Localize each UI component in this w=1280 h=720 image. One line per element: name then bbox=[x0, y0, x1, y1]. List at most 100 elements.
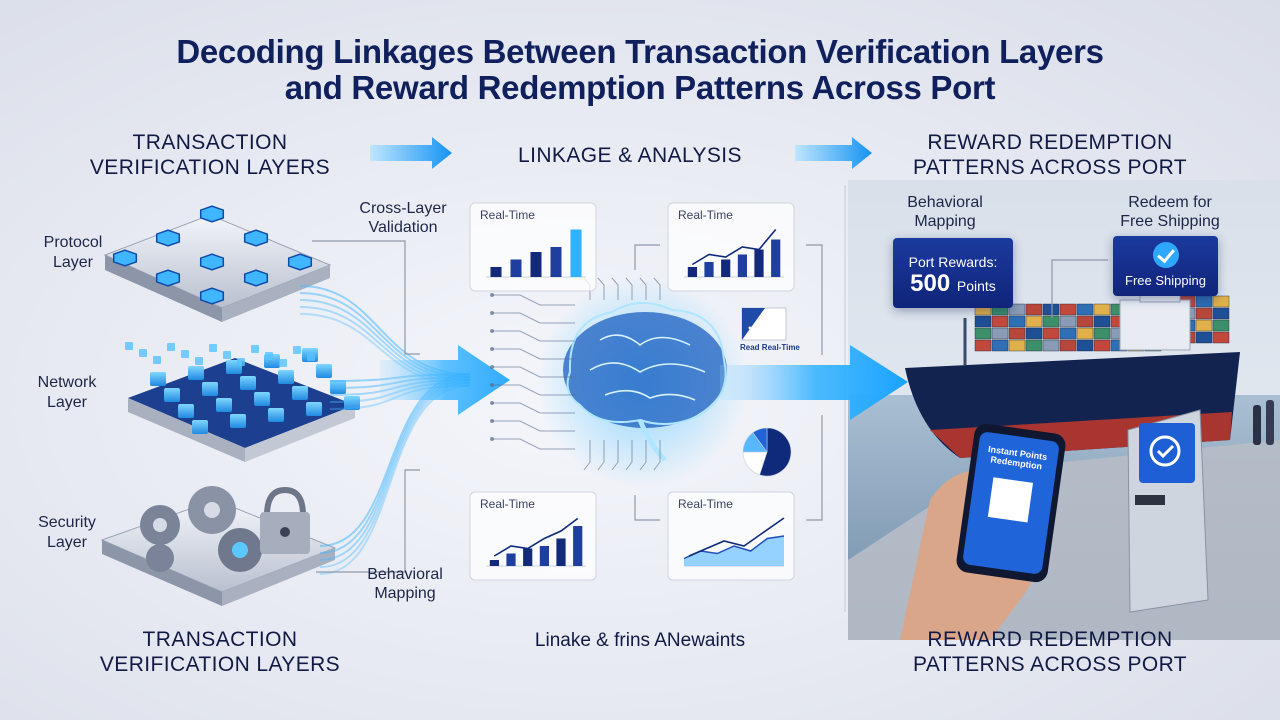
pie-slice bbox=[752, 427, 768, 453]
network-cube bbox=[278, 370, 294, 384]
header-arrow-left bbox=[370, 137, 452, 169]
network-cube bbox=[164, 388, 180, 402]
check-circle-icon bbox=[1152, 242, 1179, 268]
chart-bar bbox=[506, 553, 516, 566]
network-cube bbox=[223, 351, 231, 359]
header-right-bottom-1: REWARD REDEMPTION bbox=[927, 628, 1173, 651]
network-cube bbox=[139, 349, 147, 357]
container bbox=[1008, 315, 1026, 328]
network-cube bbox=[195, 357, 203, 365]
flow-arrow-to-brain bbox=[380, 345, 510, 415]
chart-card-4: Real-Time bbox=[668, 492, 794, 580]
page-title-line-2: and Reward Redemption Patterns Across Po… bbox=[284, 69, 996, 106]
network-cube bbox=[188, 366, 204, 380]
container bbox=[1042, 315, 1060, 328]
chart-card-2: Real-Time bbox=[668, 203, 794, 291]
trace bbox=[492, 420, 575, 432]
chart-card-graphic bbox=[667, 202, 795, 292]
container bbox=[1059, 327, 1077, 340]
chart-card-graphic bbox=[469, 202, 597, 292]
trace bbox=[611, 277, 619, 300]
chart-bar bbox=[489, 560, 499, 566]
container bbox=[1195, 307, 1213, 320]
trace-node bbox=[490, 383, 494, 387]
header-left-top-2: VERIFICATION LAYERS bbox=[89, 156, 331, 179]
container bbox=[1212, 307, 1230, 320]
node-hexagon bbox=[199, 287, 225, 305]
trace bbox=[639, 440, 647, 471]
header-right-top-2: PATTERNS ACROSS PORT bbox=[912, 156, 1188, 179]
container bbox=[991, 315, 1009, 328]
trace bbox=[583, 440, 591, 471]
network-cube bbox=[240, 376, 256, 390]
container bbox=[1042, 339, 1060, 352]
trace bbox=[653, 440, 661, 471]
trace-node bbox=[490, 365, 494, 369]
node-hexagon bbox=[243, 229, 269, 247]
container bbox=[1076, 303, 1094, 316]
network-cube bbox=[209, 344, 217, 352]
trace-node bbox=[490, 311, 494, 315]
container bbox=[1042, 327, 1060, 340]
network-cube bbox=[344, 396, 360, 410]
gear-icon bbox=[140, 486, 262, 572]
network-cube bbox=[150, 372, 166, 386]
chart-card-title: Real-Time bbox=[480, 208, 535, 222]
trace bbox=[597, 440, 605, 471]
container bbox=[1212, 319, 1230, 332]
data-flow-streams bbox=[299, 285, 471, 575]
container bbox=[1212, 295, 1230, 308]
network-cube bbox=[251, 345, 259, 353]
hand-with-phone bbox=[900, 423, 1066, 640]
network-cube bbox=[167, 343, 175, 351]
network-cube bbox=[307, 353, 315, 361]
trace-node bbox=[490, 293, 494, 297]
chart-bar bbox=[556, 538, 566, 566]
header-right-bottom-2: PATTERNS ACROSS PORT bbox=[912, 653, 1188, 676]
trend-line bbox=[493, 517, 579, 557]
node-hexagon bbox=[155, 229, 181, 247]
network-cube bbox=[153, 356, 161, 364]
port-rewards-value: 500 Points bbox=[910, 270, 996, 297]
chart-card-3: Real-Time bbox=[470, 492, 596, 580]
node-hexagon bbox=[112, 249, 138, 267]
container bbox=[974, 339, 992, 352]
network-cube bbox=[268, 408, 284, 422]
container bbox=[1093, 303, 1111, 316]
port-rewards-label: Port Rewards: bbox=[908, 254, 998, 270]
container bbox=[991, 339, 1009, 352]
free-shipping-label: Free Shipping bbox=[1125, 273, 1206, 288]
chart-card-1: Real-Time bbox=[470, 203, 596, 291]
security-layer-plate bbox=[100, 486, 337, 606]
container bbox=[1042, 303, 1060, 316]
network-cube bbox=[178, 404, 194, 418]
chart-card-graphic bbox=[667, 491, 795, 581]
chart-bar bbox=[754, 249, 764, 277]
container bbox=[1025, 327, 1043, 340]
container bbox=[1195, 295, 1213, 308]
chart-bar bbox=[737, 254, 747, 277]
trace-node bbox=[490, 401, 494, 405]
chart-bar bbox=[550, 247, 562, 277]
container bbox=[1195, 331, 1213, 344]
container bbox=[974, 315, 992, 328]
network-cube bbox=[265, 352, 273, 360]
trace bbox=[492, 348, 575, 360]
network-layer-plate bbox=[125, 342, 360, 462]
header-center-bottom: Linake & frins ANewaints bbox=[534, 630, 746, 651]
network-cube bbox=[293, 346, 301, 354]
container bbox=[1025, 303, 1043, 316]
network-cube bbox=[316, 364, 332, 378]
free-shipping-badge: Free Shipping bbox=[1113, 236, 1218, 296]
trace-node bbox=[490, 419, 494, 423]
chart-bar bbox=[510, 259, 522, 277]
chart-card-graphic bbox=[469, 491, 597, 581]
network-cube bbox=[292, 386, 308, 400]
document-check-icon bbox=[741, 307, 787, 341]
container bbox=[1059, 339, 1077, 352]
